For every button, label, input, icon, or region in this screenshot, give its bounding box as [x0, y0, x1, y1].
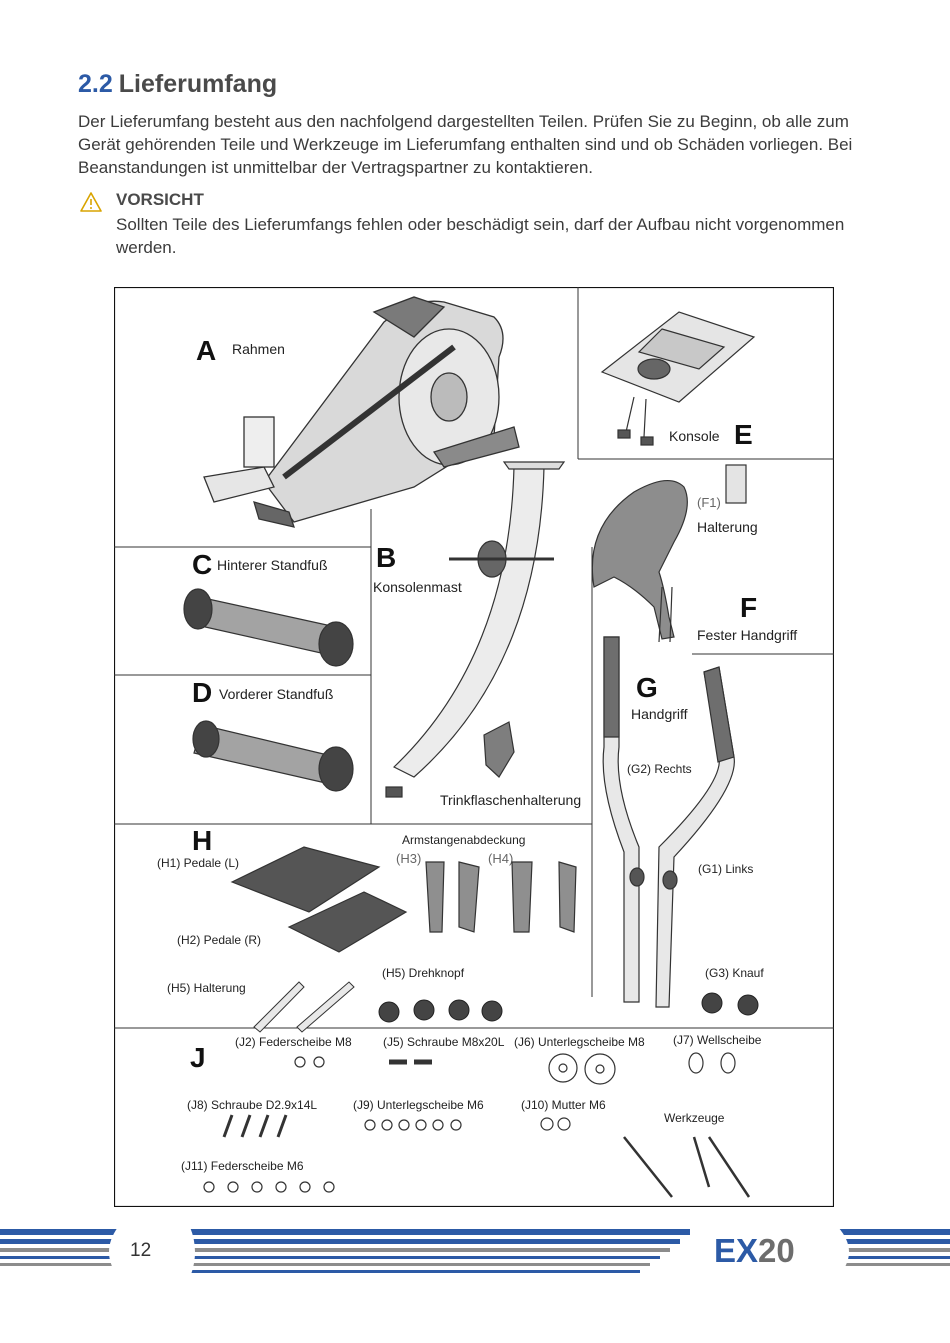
part-g-letter: G: [636, 672, 658, 703]
caution-title: VORSICHT: [116, 190, 204, 209]
part-g3-label: (G3) Knauf: [705, 966, 764, 980]
bottle-holder-drawing: [483, 721, 515, 778]
knob-drawing: [701, 992, 759, 1016]
part-j-tools-label: Werkzeuge: [664, 1111, 725, 1125]
part-j2-label: (J2) Federscheibe M8: [235, 1035, 352, 1049]
part-h-cover-label: Armstangenabdeckung: [402, 833, 525, 847]
part-g-label: Handgriff: [631, 706, 688, 722]
part-h1-label: (H1) Pedale (L): [157, 856, 239, 870]
part-b-bottle-label: Trinkflaschenhalterung: [440, 792, 581, 808]
part-f1-label: Halterung: [697, 519, 758, 535]
part-f1-ref: (F1): [697, 495, 721, 510]
part-b-label: Konsolenmast: [373, 579, 462, 595]
section-number: 2.2: [78, 70, 113, 98]
part-f-label: Fester Handgriff: [697, 627, 797, 643]
part-j9-label: (J9) Unterlegscheibe M6: [353, 1098, 484, 1112]
model-prefix: EX: [714, 1232, 759, 1269]
part-h5-holder-label: (H5) Halterung: [167, 981, 246, 995]
frame-drawing: [203, 296, 520, 528]
rotary-knobs-drawing: [378, 999, 503, 1023]
part-j6-label: (J6) Unterlegscheibe M8: [514, 1035, 645, 1049]
part-j10-label: (J10) Mutter M6: [521, 1098, 606, 1112]
rear-stand-drawing: [183, 588, 354, 667]
part-h4-ref: (H4): [488, 851, 513, 866]
part-h3-ref: (H3): [396, 851, 421, 866]
console-drawing: [600, 311, 756, 446]
part-j11-label: (J11) Federscheibe M6: [181, 1159, 304, 1173]
page-number: 12: [130, 1240, 152, 1261]
model-badge: EX20: [714, 1232, 795, 1270]
part-b-letter: B: [376, 542, 396, 573]
footer-stripes: [0, 1227, 950, 1277]
part-h5-knob-label: (H5) Drehknopf: [382, 966, 465, 980]
part-g1-label: (G1) Links: [698, 862, 753, 876]
fixed-handle-drawing: [591, 464, 747, 643]
part-c-label: Hinterer Standfuß: [217, 557, 328, 573]
part-a-label: Rahmen: [232, 341, 285, 357]
part-j8-label: (J8) Schraube D2.9x14L: [187, 1098, 317, 1112]
part-f-letter: F: [740, 592, 757, 623]
part-d-label: Vorderer Standfuß: [219, 686, 333, 702]
part-j-letter: J: [190, 1042, 206, 1073]
handle-drawing: [602, 636, 735, 1008]
part-e-label: Konsole: [669, 428, 720, 444]
intro-paragraph: Der Lieferumfang besteht aus den nachfol…: [78, 112, 853, 177]
part-a-letter: A: [196, 335, 216, 366]
parts-overview-figure: A Rahmen Konsole E (F1) Halterung F Fest…: [114, 287, 834, 1207]
section-heading: Lieferumfang: [118, 70, 278, 98]
part-c-letter: C: [192, 549, 212, 580]
front-stand-drawing: [192, 720, 354, 792]
pedals-drawing: [230, 846, 408, 953]
model-number: 20: [758, 1232, 795, 1269]
console-mast-drawing: [385, 461, 566, 798]
part-h-letter: H: [192, 825, 212, 856]
holder-plates-drawing: [253, 981, 355, 1033]
arm-cover-drawing: [425, 861, 577, 933]
part-j5-label: (J5) Schraube M8x20L: [383, 1035, 505, 1049]
part-d-letter: D: [192, 677, 212, 708]
part-j7-label: (J7) Wellscheibe: [673, 1033, 762, 1047]
part-g2-label: (G2) Rechts: [627, 762, 692, 776]
caution-text: Sollten Teile des Lieferumfangs fehlen o…: [116, 215, 845, 257]
part-e-letter: E: [734, 419, 753, 450]
warning-icon: [80, 192, 102, 212]
part-h2-label: (H2) Pedale (R): [177, 933, 261, 947]
hardware-drawing: [203, 1052, 751, 1198]
